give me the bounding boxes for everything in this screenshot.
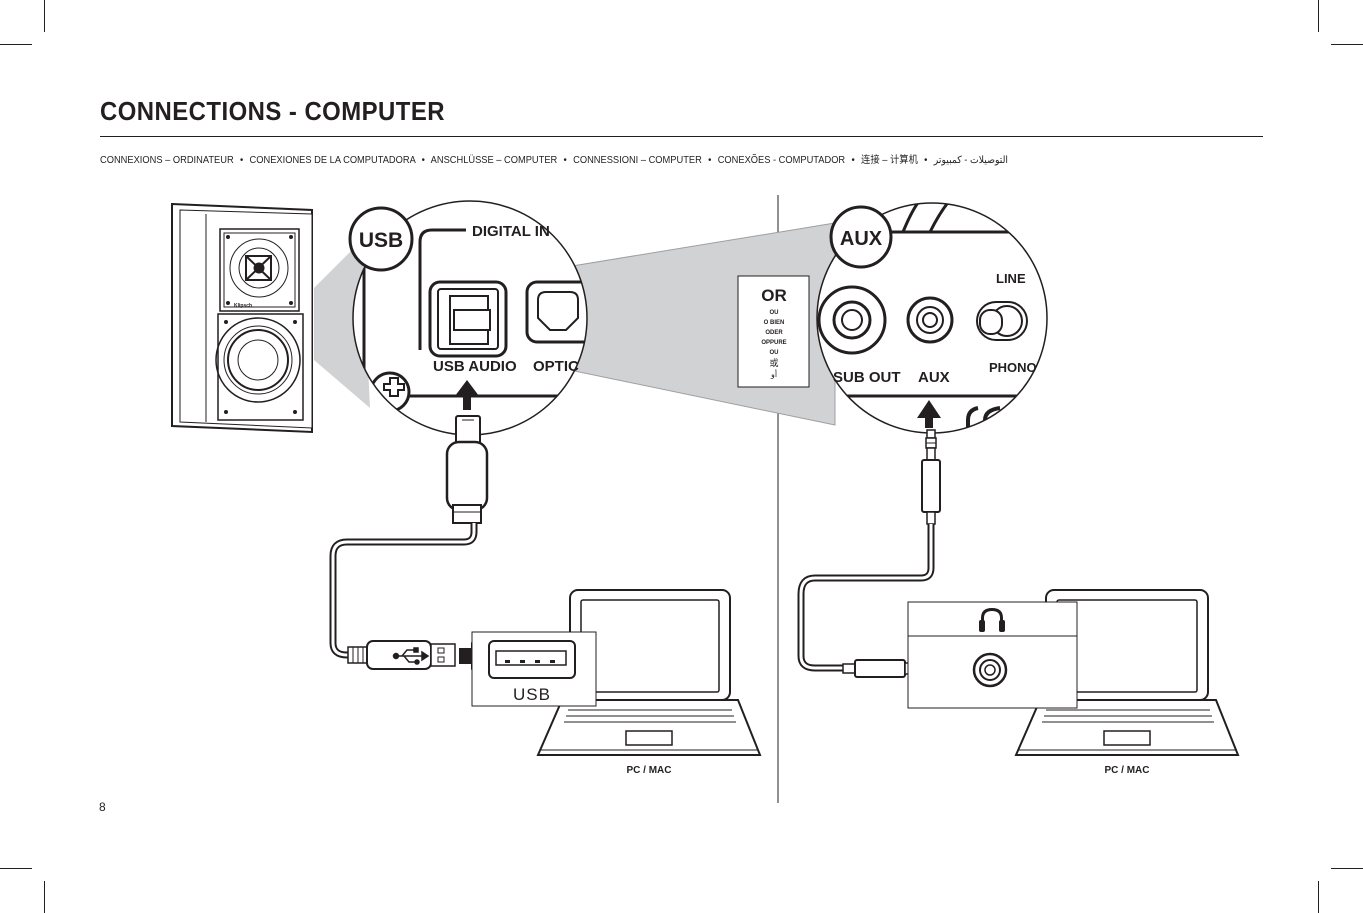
- optical-port-label: OPTIC: [533, 358, 579, 375]
- usb-a-plug: [347, 640, 456, 670]
- subtitle-separator: •: [563, 155, 567, 166]
- computer-usb-port-panel: [471, 631, 597, 707]
- speaker-brand-logo: Klipsch: [234, 303, 252, 309]
- computer-headphone-port-panel: [907, 601, 1078, 709]
- page-number: 8: [99, 800, 106, 814]
- or-translation: OPPURE: [761, 340, 786, 346]
- title-rule: [100, 136, 1263, 137]
- subtitle-translations: CONNEXIONS – ORDINATEUR • CONEXIONES DE …: [100, 151, 1008, 166]
- usb-audio-port-label: USB AUDIO: [433, 358, 517, 375]
- page-title: CONNECTIONS - COMPUTER: [100, 96, 445, 126]
- aux-badge: [829, 205, 893, 269]
- headphones-icon: [979, 608, 1005, 632]
- usb-port-arrow: [455, 380, 479, 410]
- subtitle-separator: •: [239, 155, 244, 166]
- crop-mark: [44, 0, 45, 32]
- aux-badge-label: AUX: [840, 228, 883, 250]
- aux-port-arrow: [917, 400, 941, 428]
- subtitle-item: ANSCHLÜSSE – COMPUTER: [430, 155, 558, 166]
- computer-label-right: PC / MAC: [1105, 765, 1150, 776]
- subtitle-item: CONNESSIONI – COMPUTER: [573, 155, 702, 166]
- subtitle-separator: •: [421, 155, 425, 166]
- digital-in-label: DIGITAL IN: [472, 223, 550, 240]
- speaker: [171, 202, 313, 434]
- usb-trident-icon: [392, 647, 430, 665]
- phono-label: PHONO: [989, 360, 1037, 375]
- crop-mark: [1331, 44, 1363, 45]
- crop-mark: [0, 44, 32, 45]
- subtitle-item: 连接 – 计算机: [861, 155, 918, 166]
- or-translation: ODER: [765, 330, 783, 336]
- or-translation: O BIEN: [764, 320, 785, 326]
- line-label: LINE: [996, 271, 1026, 286]
- subtitle-separator: •: [708, 155, 712, 166]
- laptop-right: [1014, 589, 1240, 756]
- or-translation: OU: [770, 350, 779, 356]
- sub-out-label: SUB OUT: [833, 369, 901, 386]
- usb-badge: [348, 206, 414, 272]
- computer-usb-label: USB: [513, 685, 551, 704]
- screw-icon: [383, 377, 405, 397]
- subtitle-item: CONEXIONES DE LA COMPUTADORA: [249, 155, 416, 166]
- subtitle-separator: •: [924, 155, 928, 166]
- subtitle-item: CONNEXIONS – ORDINATEUR: [100, 155, 234, 166]
- aux-cable: [799, 524, 933, 670]
- or-main-label: OR: [761, 286, 787, 305]
- or-translation: 或: [769, 357, 778, 368]
- subtitle-separator: •: [851, 155, 855, 166]
- subtitle-item: CONEXÕES - COMPUTADOR: [717, 155, 846, 166]
- crop-mark: [1318, 881, 1319, 913]
- or-translation: أو: [770, 368, 777, 379]
- usb-b-plug: [445, 415, 489, 524]
- computer-label-left: PC / MAC: [627, 765, 672, 776]
- crop-mark: [44, 881, 45, 913]
- laptop-left: [536, 589, 762, 756]
- usb-badge-label: USB: [359, 229, 403, 252]
- aux-port-label: AUX: [918, 369, 950, 386]
- or-box: [737, 275, 810, 388]
- crop-mark: [0, 868, 32, 869]
- crop-mark: [1331, 868, 1363, 869]
- zoom-beam-left: [314, 240, 370, 408]
- aux-top-plug: [921, 429, 941, 525]
- subtitle-item: التوصيلات - كمبيوتر: [933, 155, 1009, 166]
- crop-mark: [1318, 0, 1319, 32]
- usb-cable: [331, 523, 476, 657]
- or-translation: OU: [770, 310, 779, 316]
